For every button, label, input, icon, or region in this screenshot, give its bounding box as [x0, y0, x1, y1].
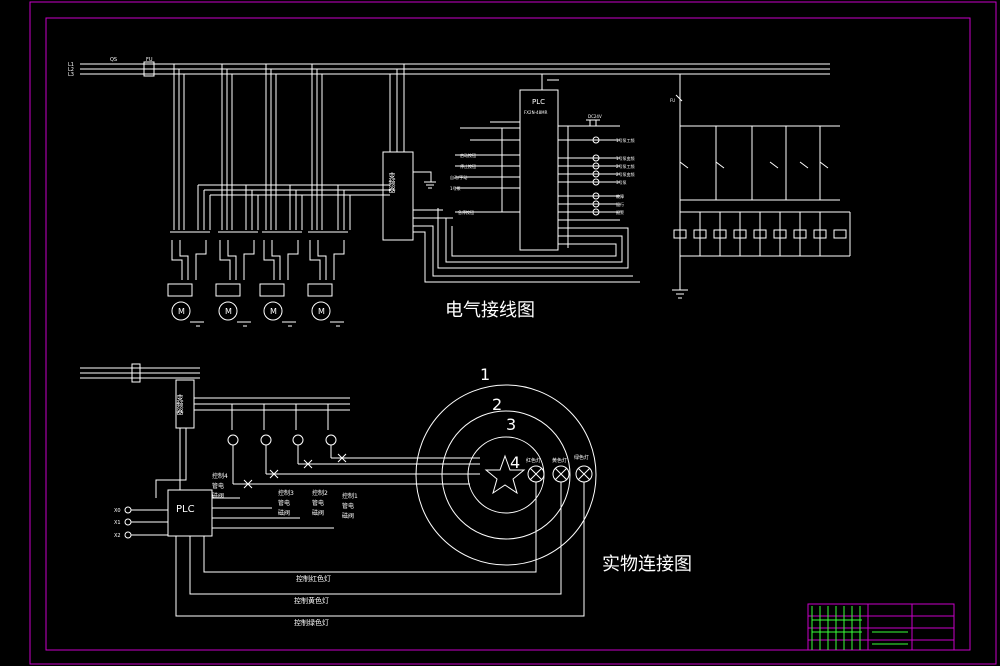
star-marker: [484, 454, 526, 495]
inverter-label: 变频器: [388, 171, 396, 194]
button-label-x0: X0: [114, 508, 121, 514]
motor-4: [311, 301, 331, 321]
valve-label-2b: 管电: [312, 499, 324, 507]
valve-label-3c: 磁阀: [278, 509, 290, 517]
title-block: [807, 603, 955, 651]
valve-label-4c: 磁阀: [212, 492, 224, 500]
pump-1: [227, 434, 239, 446]
valve-label-3b: 管电: [278, 499, 290, 507]
wire-label-red: 控制红色灯: [296, 574, 331, 583]
inverter-box: [382, 151, 414, 241]
button-x2: [124, 531, 132, 539]
pump-3: [292, 434, 304, 446]
ring-number-1: 1: [480, 365, 490, 384]
output-label-5: 故障: [616, 193, 624, 199]
pump-2: [260, 434, 272, 446]
output-label-3: 2号泵变频: [616, 171, 635, 177]
motor-4-label: M: [318, 307, 325, 316]
valve-label-1b: 管电: [342, 502, 354, 510]
motor-3: [263, 301, 283, 321]
inner-frame: [45, 17, 971, 651]
output-label-6: 运行: [616, 201, 624, 207]
motor-2: [218, 301, 238, 321]
bus-label-l2: L2: [68, 67, 74, 73]
wire-label-yellow: 控制黄色灯: [294, 596, 329, 605]
motor-2-label: M: [225, 307, 232, 316]
valve-label-2c: 磁阀: [312, 509, 324, 517]
lamp-label-green: 绿色灯: [574, 454, 589, 461]
tank-ring-1: [415, 384, 597, 566]
plc-box: [519, 89, 559, 251]
output-label-2: 2号泵工频: [616, 163, 635, 169]
bus-label-l1: L1: [68, 62, 74, 68]
input-label-0: 启动按钮: [460, 152, 476, 158]
motor-1: [171, 301, 191, 321]
input-label-1: 停止按钮: [460, 163, 476, 169]
bus-label-l3: L3: [68, 72, 74, 78]
plc-model: FX2N-48MR: [524, 110, 548, 115]
outer-frame: [29, 1, 997, 665]
electrical-diagram: L1 L2 L3 QS FU M M M M: [68, 57, 851, 327]
valve-label-1c: 磁阀: [342, 512, 354, 520]
ring-number-3: 3: [506, 415, 516, 434]
wire-label-green: 控制绿色灯: [294, 618, 329, 627]
valve-label-3: 控制3: [278, 489, 294, 497]
power-supply-label: DC24V: [588, 114, 602, 119]
physical-inverter-label: 变频器: [176, 393, 184, 416]
ring-number-4: 4: [510, 453, 520, 472]
pump-4: [325, 434, 337, 446]
input-label-6: 急停按钮: [458, 209, 474, 215]
electrical-diagram-title: 电气接线图: [445, 300, 535, 321]
lamp-label-yellow: 黄色灯: [552, 457, 567, 464]
button-x1: [124, 518, 132, 526]
output-label-0: 1号泵工频: [616, 137, 635, 143]
tank-ring-2: [441, 410, 571, 540]
plc-label: PLC: [532, 98, 545, 106]
tank-ring-3: [467, 436, 545, 514]
input-label-3: 1号泵: [450, 185, 461, 191]
valve-label-2: 控制2: [312, 489, 328, 497]
physical-plc-label: PLC: [176, 504, 195, 515]
fuse-label: FU: [146, 57, 153, 63]
valve-label-4b: 管电: [212, 482, 224, 490]
lamp-label-red: 红色灯: [526, 457, 541, 464]
button-x0: [124, 506, 132, 514]
motor-3-label: M: [270, 307, 277, 316]
output-label-4: 3号泵: [616, 179, 627, 185]
input-label-2: 自动/手动: [450, 174, 467, 180]
physical-diagram-title: 实物连接图: [602, 554, 692, 575]
switch-label: QS: [110, 57, 117, 63]
output-label-1: 1号泵变频: [616, 155, 635, 161]
valve-label-1: 控制1: [342, 492, 358, 500]
ring-number-2: 2: [492, 395, 502, 414]
valve-label-4: 控制4: [212, 472, 228, 480]
output-label-7: 报警: [616, 209, 624, 215]
button-label-x1: X1: [114, 520, 121, 526]
button-label-x2: X2: [114, 533, 121, 539]
ladder-fuse-label: FU: [670, 98, 675, 103]
motor-branches: M M M M: [167, 64, 390, 327]
physical-diagram: 变频器 控制4 管电 磁阀 控制3 管电 磁阀 控制2 管电 磁阀 控制1 管电…: [80, 363, 692, 627]
motor-1-label: M: [178, 307, 185, 316]
